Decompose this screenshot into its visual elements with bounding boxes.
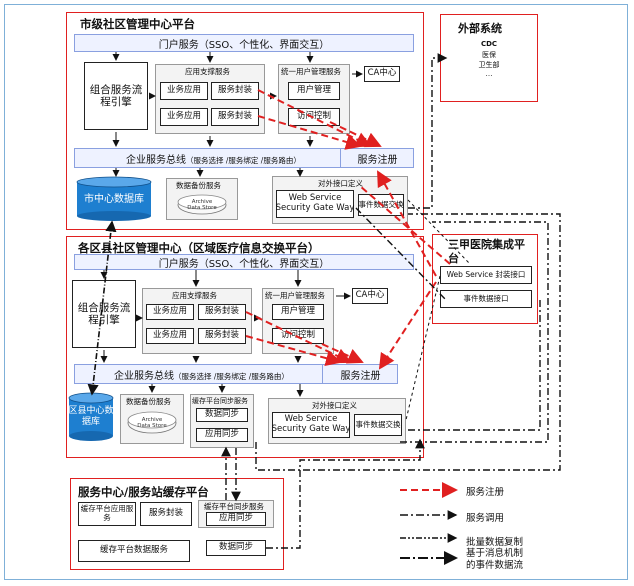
district-biz-app-1: 业务应用 (146, 304, 194, 320)
city-user-mgmt-box: 用户管理 (288, 82, 340, 100)
city-user-mgmt-title: 统一用户管理服务 (281, 67, 341, 76)
service-station-title: 服务中心/服务站缓存平台 (78, 485, 209, 499)
external-systems-title: 外部系统 (458, 22, 502, 35)
district-data-sync-box: 数据同步 (196, 408, 248, 422)
city-app-support-title: 应用支撑服务 (185, 67, 230, 76)
district-ca-box: CA中心 (352, 288, 388, 304)
city-portal-bar: 门户服务（SSO、个性化、界面交互） (74, 34, 414, 52)
station-data-service-box: 缓存平台数据服务 (78, 540, 190, 562)
outer-frame (4, 4, 628, 580)
station-cache-app-box: 缓存平台应用服务 (78, 502, 136, 526)
city-esb-main: 企业服务总线 (126, 155, 186, 166)
district-app-support-title: 应用支撑服务 (172, 291, 217, 300)
district-svc-wrap-1: 服务封装 (198, 304, 246, 320)
station-data-sync-box: 数据同步 (206, 540, 266, 556)
district-esb-label: 企业服务总线（服务选择 /服务绑定 /服务路由） (114, 367, 289, 382)
city-archive-text-1: Archive (191, 199, 213, 205)
legend-event-flow-label: 基于消息机制 的事件数据流 (466, 548, 524, 572)
district-internal-arrows (100, 270, 351, 397)
city-esb-label: 企业服务总线（服务选择 /服务绑定 /服务路由） (126, 151, 301, 166)
hospital-platform-region (432, 234, 538, 324)
db-replication-link (87, 220, 117, 396)
district-portal-bar: 门户服务（SSO、个性化、界面交互） (74, 254, 414, 270)
district-esb-bar (74, 364, 398, 384)
city-svc-wrap-1: 服务封装 (211, 82, 259, 100)
city-archive-icon: Archive Data Store (176, 193, 228, 217)
city-register-box: 服务注册 (340, 148, 414, 168)
district-user-mgmt-box: 用户管理 (272, 304, 324, 320)
hospital-ws-box: Web Service 封装接口 (440, 266, 532, 284)
city-db-cylinder: 市中心数据库 (76, 176, 152, 222)
city-platform-title: 市级社区管理中心平台 (80, 17, 195, 31)
district-archive-icon: Archive Data Store (126, 410, 178, 436)
district-db-cylinder: 区县中心数据库 (68, 392, 114, 442)
legend-invoke-label: 服务调用 (466, 513, 505, 524)
city-backup-title: 数据备份服务 (176, 181, 221, 190)
service-station-region (70, 478, 284, 570)
city-biz-app-2: 业务应用 (160, 108, 208, 126)
city-db-label: 市中心数据库 (84, 194, 144, 205)
district-ws-line1: Web Service (284, 414, 338, 425)
ext-item-cdc: CDC (480, 40, 498, 48)
city-ext-iface-title: 对外接口定义 (318, 179, 363, 188)
station-wrap-box: 服务封装 (140, 502, 192, 526)
district-register-box: 服务注册 (322, 364, 398, 384)
ext-item-medical-insurance: 医保 (482, 51, 496, 59)
legend-register-label: 服务注册 (466, 487, 505, 498)
district-app-sync-box: 应用同步 (196, 428, 248, 442)
district-svc-wrap-2: 服务封装 (198, 328, 246, 344)
district-ws-line2: Security Gate Way (271, 424, 351, 434)
district-esb-main: 企业服务总线 (114, 371, 174, 382)
station-sync-title: 缓存平台同步服务 (204, 502, 264, 511)
district-event-exchange-box: 事件数据交换 (354, 414, 402, 436)
city-internal-arrows (112, 52, 363, 177)
district-esb-sub: （服务选择 /服务绑定 /服务路由） (174, 372, 289, 381)
city-archive-text-2: Data Store (187, 205, 217, 212)
legend-line-samples (400, 482, 458, 565)
district-user-mgmt-title: 统一用户管理服务 (265, 291, 325, 300)
hospital-invoke-links (405, 199, 471, 421)
ext-item-ellipsis: … (485, 70, 493, 78)
district-platform-title: 各区县社区管理中心（区域医疗信息交换平台） (78, 241, 320, 255)
hospital-platform-title: 三甲医院集成平台 (448, 238, 525, 265)
district-archive-text-2: Data Store (137, 423, 167, 430)
district-biz-app-2: 业务应用 (146, 328, 194, 344)
hospital-event-box: 事件数据接口 (440, 290, 532, 308)
district-ext-iface-title: 对外接口定义 (312, 401, 357, 410)
city-engine-box: 组合服务流程引擎 (84, 62, 148, 130)
district-archive-text-1: Archive (141, 417, 163, 423)
city-esb-sub: （服务选择 /服务绑定 /服务路由） (186, 156, 301, 165)
district-cache-sync-title: 缓存平台同步服务 (192, 397, 248, 405)
legend-batch-copy-label: 批量数据复制 (466, 537, 524, 548)
registration-arrows (245, 89, 451, 370)
city-biz-app-1: 业务应用 (160, 82, 208, 100)
district-db-label: 区县中心数据库 (68, 406, 114, 427)
external-links (221, 53, 561, 549)
city-ws-line1: Web Service (288, 193, 342, 204)
city-ws-line2: Security Gate Way (275, 203, 355, 213)
station-app-sync-box: 应用同步 (206, 512, 266, 526)
city-platform-region (66, 12, 424, 230)
district-backup-title: 数据备份服务 (126, 397, 171, 406)
ext-item-health-ministry: 卫生部 (478, 61, 500, 69)
city-esb-bar (74, 148, 414, 168)
city-ca-box: CA中心 (364, 66, 400, 82)
